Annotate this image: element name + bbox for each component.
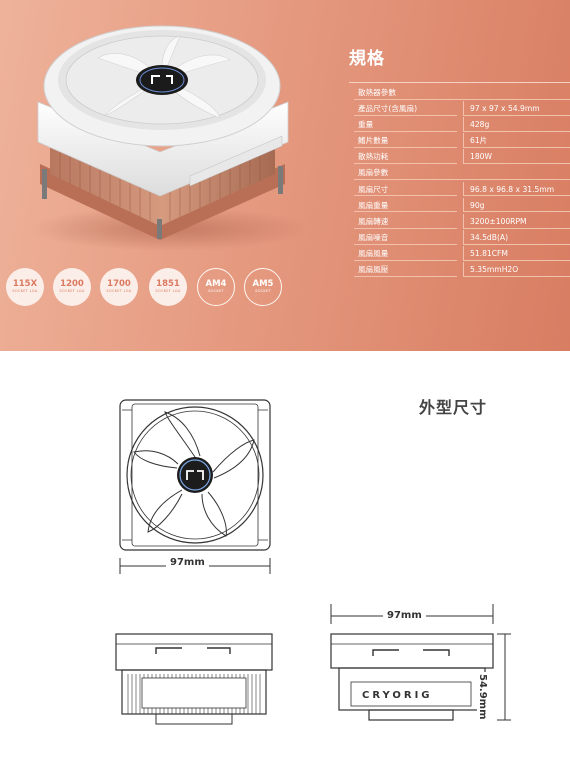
brand-mark: CRYORIG: [362, 690, 433, 701]
socket-sub: SOCKET: [255, 289, 271, 293]
socket-sub: SOCKET LGA: [106, 289, 132, 293]
spec-value: 5.35mmH2O: [463, 262, 570, 277]
spec-row: 重量 428g: [354, 117, 570, 133]
cooler-product-image: [30, 25, 310, 251]
spec-row: 風扇尺寸 96.8 x 96.8 x 31.5mm: [354, 181, 570, 198]
spec-row: 風扇轉速 3200±100RPM: [354, 213, 570, 230]
socket-badge-am5: AM5 SOCKET: [244, 268, 282, 306]
socket-sub: SOCKET: [208, 289, 224, 293]
top-width-label: 97mm: [166, 557, 209, 568]
spec-value: 61片: [463, 133, 570, 149]
spec-row: 產品尺寸(含風扇) 97 x 97 x 54.9mm: [354, 101, 570, 117]
spec-value: 96.8 x 96.8 x 31.5mm: [463, 181, 570, 197]
spec-key: 鰭片數量: [354, 133, 457, 149]
spec-value: 3200±100RPM: [463, 213, 570, 229]
spec-key: 風扇尺寸: [354, 182, 457, 197]
spec-row: 風扇噪音 34.5dB(A): [354, 229, 570, 246]
spec-row: 風扇重量 90g: [354, 197, 570, 214]
spec-key: 重量: [354, 117, 457, 132]
spec-value: 180W: [463, 149, 570, 165]
side-height-label: 54.9mm: [477, 672, 488, 722]
socket-label: 1851: [156, 279, 180, 289]
socket-label: 115X: [12, 279, 38, 289]
socket-badge-1200: 1200 SOCKET LGA: [53, 268, 91, 306]
spec-value: 428g: [463, 117, 570, 132]
spec-key: 風扇風壓: [354, 262, 457, 277]
socket-label: AM4: [205, 279, 227, 289]
spec-row: 風扇風量 51.81CFM: [354, 245, 570, 262]
spec-value: 90g: [463, 197, 570, 213]
socket-badge-115x: 115X SOCKET LGA: [6, 268, 44, 306]
spec-key: 風扇轉速: [354, 214, 457, 229]
spec-table: 散熱器參數 產品尺寸(含風扇) 97 x 97 x 54.9mm 重量 428g…: [354, 85, 570, 278]
socket-badge-1700: 1700 SOCKET LGA: [100, 268, 138, 306]
spec-title: 規格: [349, 49, 385, 69]
spec-divider: [349, 82, 570, 83]
front-view-drawing: [115, 633, 273, 725]
spec-row-section: 散熱器參數: [354, 85, 570, 101]
spec-value: 51.81CFM: [463, 245, 570, 261]
spec-key: 風扇重量: [354, 198, 457, 213]
socket-label: 1200: [60, 279, 84, 289]
spec-row-section: 風扇參數: [354, 165, 570, 181]
spec-row: 散熱功耗 180W: [354, 149, 570, 165]
socket-label: 1700: [107, 279, 131, 289]
spec-value: 34.5dB(A): [463, 229, 570, 245]
spec-key: 散熱器參數: [354, 85, 570, 100]
spec-panel: 115X SOCKET LGA 1200 SOCKET LGA 1700 SOC…: [0, 0, 570, 351]
socket-sub: SOCKET LGA: [59, 289, 85, 293]
socket-badge-1851: 1851 SOCKET LGA: [149, 268, 187, 306]
spec-key: 風扇噪音: [354, 230, 457, 245]
spec-key: 散熱功耗: [354, 149, 457, 165]
socket-sub: SOCKET LGA: [12, 289, 38, 293]
socket-sub: SOCKET LGA: [155, 289, 181, 293]
socket-label: AM5: [252, 279, 274, 289]
spec-key: 產品尺寸(含風扇): [354, 101, 457, 116]
spec-row: 鰭片數量 61片: [354, 133, 570, 149]
socket-badge-am4: AM4 SOCKET: [197, 268, 235, 306]
spec-value: 97 x 97 x 54.9mm: [463, 101, 570, 116]
socket-badges: 115X SOCKET LGA 1200 SOCKET LGA 1700 SOC…: [6, 268, 306, 308]
dimensions-title: 外型尺寸: [419, 398, 488, 417]
top-view-drawing: [119, 399, 271, 574]
spec-row: 風扇風壓 5.35mmH2O: [354, 262, 570, 278]
spec-key: 風扇風量: [354, 246, 457, 261]
side-width-label: 97mm: [383, 610, 426, 621]
spec-key: 風扇參數: [354, 165, 570, 181]
